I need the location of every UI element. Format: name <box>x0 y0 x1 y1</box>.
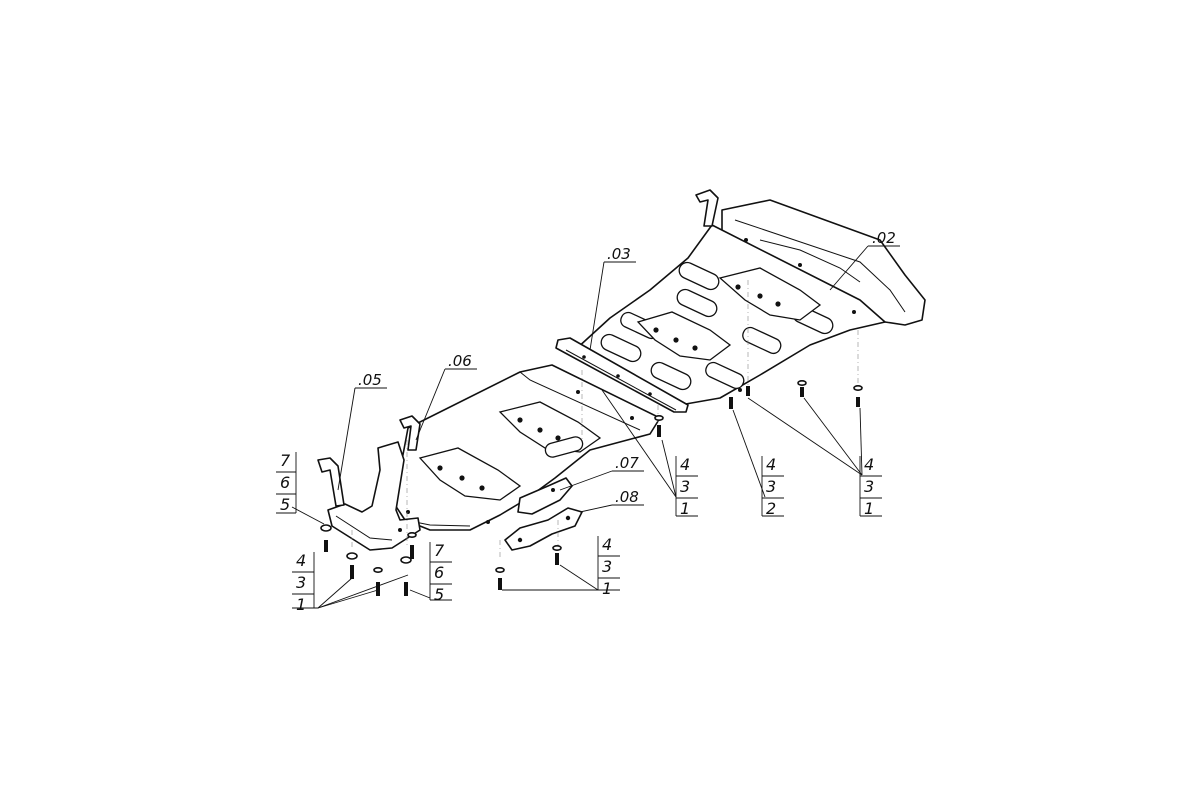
bracket-08 <box>504 507 583 551</box>
callout-number: 6 <box>434 563 444 582</box>
callout-stack: 4 3 1 <box>292 551 318 614</box>
callout-number: 4 <box>864 455 874 474</box>
callout-number: 3 <box>766 477 776 496</box>
skid-plate-06 <box>394 364 661 531</box>
callout-number: 4 <box>680 455 690 474</box>
callout-number: 3 <box>680 477 690 496</box>
callout-number: 7 <box>434 541 445 560</box>
bolt-icon <box>654 414 664 437</box>
bracket-07 <box>517 477 573 515</box>
assembly-axes <box>351 280 859 560</box>
callout-number: 3 <box>602 557 612 576</box>
label-03: .03 <box>607 245 631 263</box>
callout-number: 7 <box>280 451 291 470</box>
bolt-icon <box>853 384 863 407</box>
bolt-icon <box>320 524 332 552</box>
label-08: .08 <box>615 488 639 506</box>
strip-03 <box>555 337 689 413</box>
callout-number: 6 <box>280 473 290 492</box>
bolt-icon <box>495 566 505 590</box>
callout-number: 1 <box>602 579 612 598</box>
callout-number: 1 <box>296 595 306 614</box>
bolt-icon <box>797 379 807 397</box>
fasteners <box>320 379 863 596</box>
callout-number: 3 <box>864 477 874 496</box>
bolt-icon <box>346 552 358 579</box>
bolt-icon <box>552 544 562 565</box>
callout-number: 2 <box>766 499 776 518</box>
label-06: .06 <box>448 352 472 370</box>
callout-stack: 4 3 1 <box>597 535 620 598</box>
callout-stack: 4 3 2 <box>761 455 784 518</box>
callout-number: 3 <box>296 573 306 592</box>
label-07: .07 <box>615 454 639 472</box>
label-02: .02 <box>872 229 896 247</box>
leader-lines <box>291 245 900 609</box>
bolt-icon <box>729 397 733 409</box>
callout-number: 4 <box>296 551 306 570</box>
callout-number: 4 <box>766 455 776 474</box>
callout-number: 4 <box>602 535 612 554</box>
part-labels: .02 .03 .06 .05 .07 .08 <box>358 229 896 506</box>
callout-number: 5 <box>280 495 290 514</box>
callout-number: 1 <box>864 499 874 518</box>
bolt-icon <box>373 566 383 596</box>
bolt-icon <box>400 556 412 596</box>
callout-number: 1 <box>680 499 690 518</box>
callout-number: 5 <box>434 585 444 604</box>
callout-stack: 4 3 1 <box>675 455 698 518</box>
bolt-icon <box>746 386 750 396</box>
label-05: .05 <box>358 371 382 389</box>
callout-stack: 4 3 1 <box>859 455 882 518</box>
callout-stack: 7 6 5 <box>429 541 452 604</box>
callout-stack: 7 6 5 <box>276 451 297 514</box>
bolt-icon <box>407 531 417 559</box>
side-plate-05 <box>317 441 421 551</box>
